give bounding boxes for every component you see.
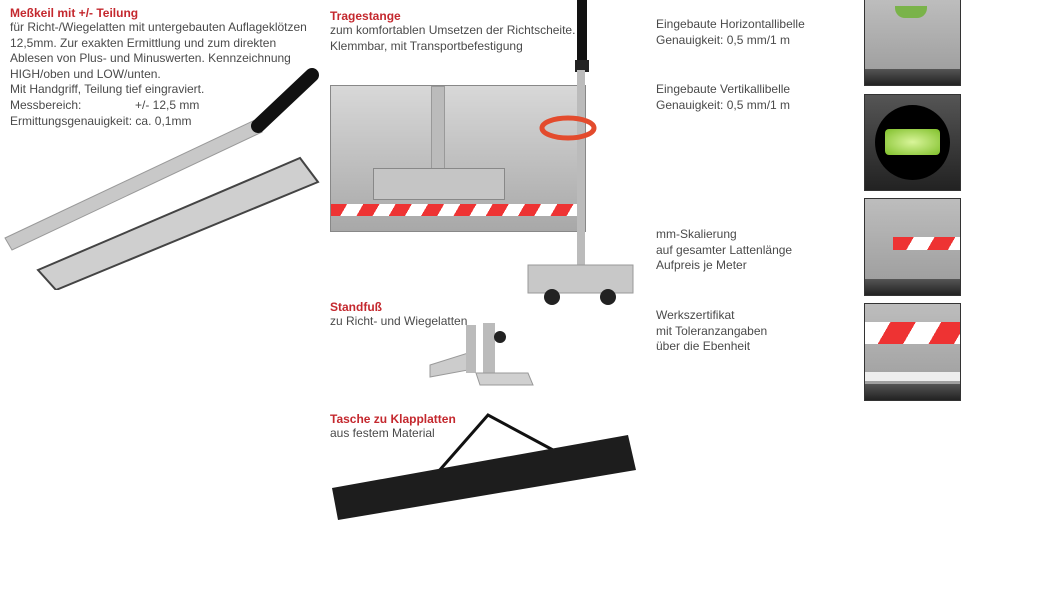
- messkeil-section: Meßkeil mit +/- Teilung für Richt-/Wiege…: [10, 6, 307, 129]
- spec-value: +/- 12,5 mm: [135, 97, 200, 112]
- feature-line: mit Toleranzangaben: [656, 323, 768, 338]
- spec-label: Ermittungsgenauigkeit:: [10, 113, 133, 128]
- tragestange-image: [527, 0, 634, 305]
- standfuss-line: zu Richt- und Wiegelatten: [330, 314, 468, 328]
- feature-line: mm-Skalierung: [656, 227, 737, 241]
- tragestange-line: zum komfortablen Umsetzen der Richtschei…: [330, 23, 576, 37]
- feature-certificate: Werkszertifikat mit Toleranzangaben über…: [656, 308, 767, 355]
- messkeil-line: Ablesen von Plus- und Minuswerten. Kennz…: [10, 51, 291, 66]
- tragestange-title: Tragestange: [330, 9, 401, 23]
- standfuss-image: [429, 323, 534, 386]
- tasche-line: aus festem Material: [330, 426, 435, 440]
- feature-line: Aufpreis je Meter: [656, 258, 747, 273]
- standfuss-section: Standfuß zu Richt- und Wiegelatten: [330, 300, 467, 330]
- tasche-section: Tasche zu Klapplatten aus festem Materia…: [330, 412, 456, 442]
- tragestange-line: Klemmbar, mit Transportbefestigung: [330, 38, 523, 53]
- feature-vertical: Eingebaute Vertikallibelle Genauigkeit: …: [656, 82, 790, 113]
- feature-line: Werkszertifikat: [656, 308, 735, 322]
- feature-line: über die Ebenheit: [656, 339, 751, 354]
- messkeil-line: 12,5mm. Zur exakten Ermittlung und zum d…: [10, 35, 277, 50]
- standfuss-title: Standfuß: [330, 300, 382, 314]
- messkeil-title: Meßkeil mit +/- Teilung: [10, 6, 139, 20]
- mm-scale-image: [864, 198, 961, 296]
- certificate-ruler-image: [864, 303, 961, 401]
- vertical-level-image: [864, 94, 961, 191]
- feature-line: Genauigkeit: 0,5 mm/1 m: [656, 32, 791, 47]
- tragestange-section: Tragestange zum komfortablen Umsetzen de…: [330, 9, 575, 54]
- horizontal-level-image: [864, 0, 961, 86]
- messkeil-image: [4, 68, 320, 290]
- feature-line: Genauigkeit: 0,5 mm/1 m: [656, 97, 791, 112]
- spec-label: Messbereich:: [10, 97, 82, 112]
- tasche-image: [332, 413, 636, 520]
- feature-scale: mm-Skalierung auf gesamter Lattenlänge A…: [656, 227, 792, 274]
- messkeil-line: HIGH/oben und LOW/unten.: [10, 66, 161, 81]
- spec-value: ca. 0,1mm: [135, 113, 192, 128]
- feature-line: auf gesamter Lattenlänge: [656, 242, 793, 257]
- tragestange-detail-image: [330, 85, 586, 232]
- messkeil-line: für Richt-/Wiegelatten mit untergebauten…: [10, 20, 307, 34]
- feature-horizontal: Eingebaute Horizontallibelle Genauigkeit…: [656, 17, 805, 48]
- feature-line: Eingebaute Vertikallibelle: [656, 82, 791, 96]
- messkeil-line: Mit Handgriff, Teilung tief eingraviert.: [10, 82, 205, 97]
- tasche-title: Tasche zu Klapplatten: [330, 412, 456, 426]
- feature-line: Eingebaute Horizontallibelle: [656, 17, 805, 31]
